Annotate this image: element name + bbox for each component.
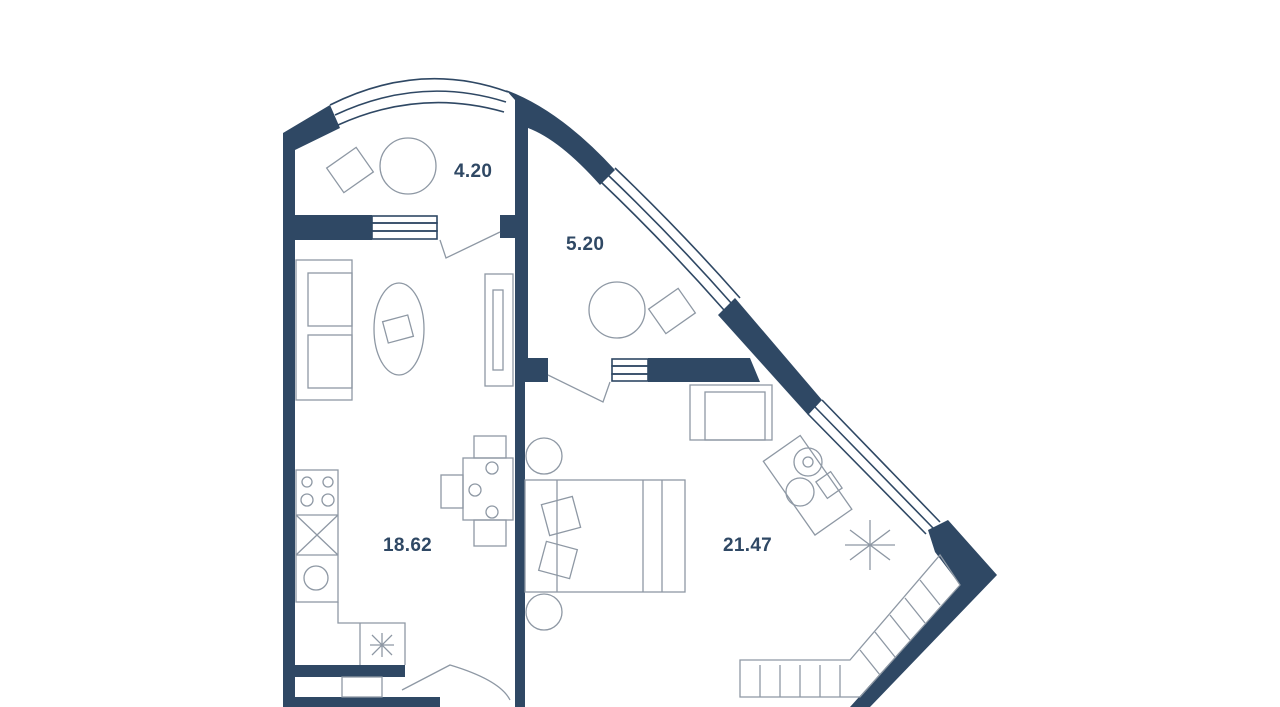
furniture xyxy=(295,137,961,698)
walls xyxy=(283,90,997,707)
room-area-kitchen-living: 18.62 xyxy=(383,535,433,556)
room-area-balcony-right: 5.20 xyxy=(566,234,605,255)
room-area-balcony-left: 4.20 xyxy=(454,161,493,182)
windows xyxy=(329,77,941,535)
doors xyxy=(401,231,611,701)
room-area-bedroom: 21.47 xyxy=(723,535,773,556)
